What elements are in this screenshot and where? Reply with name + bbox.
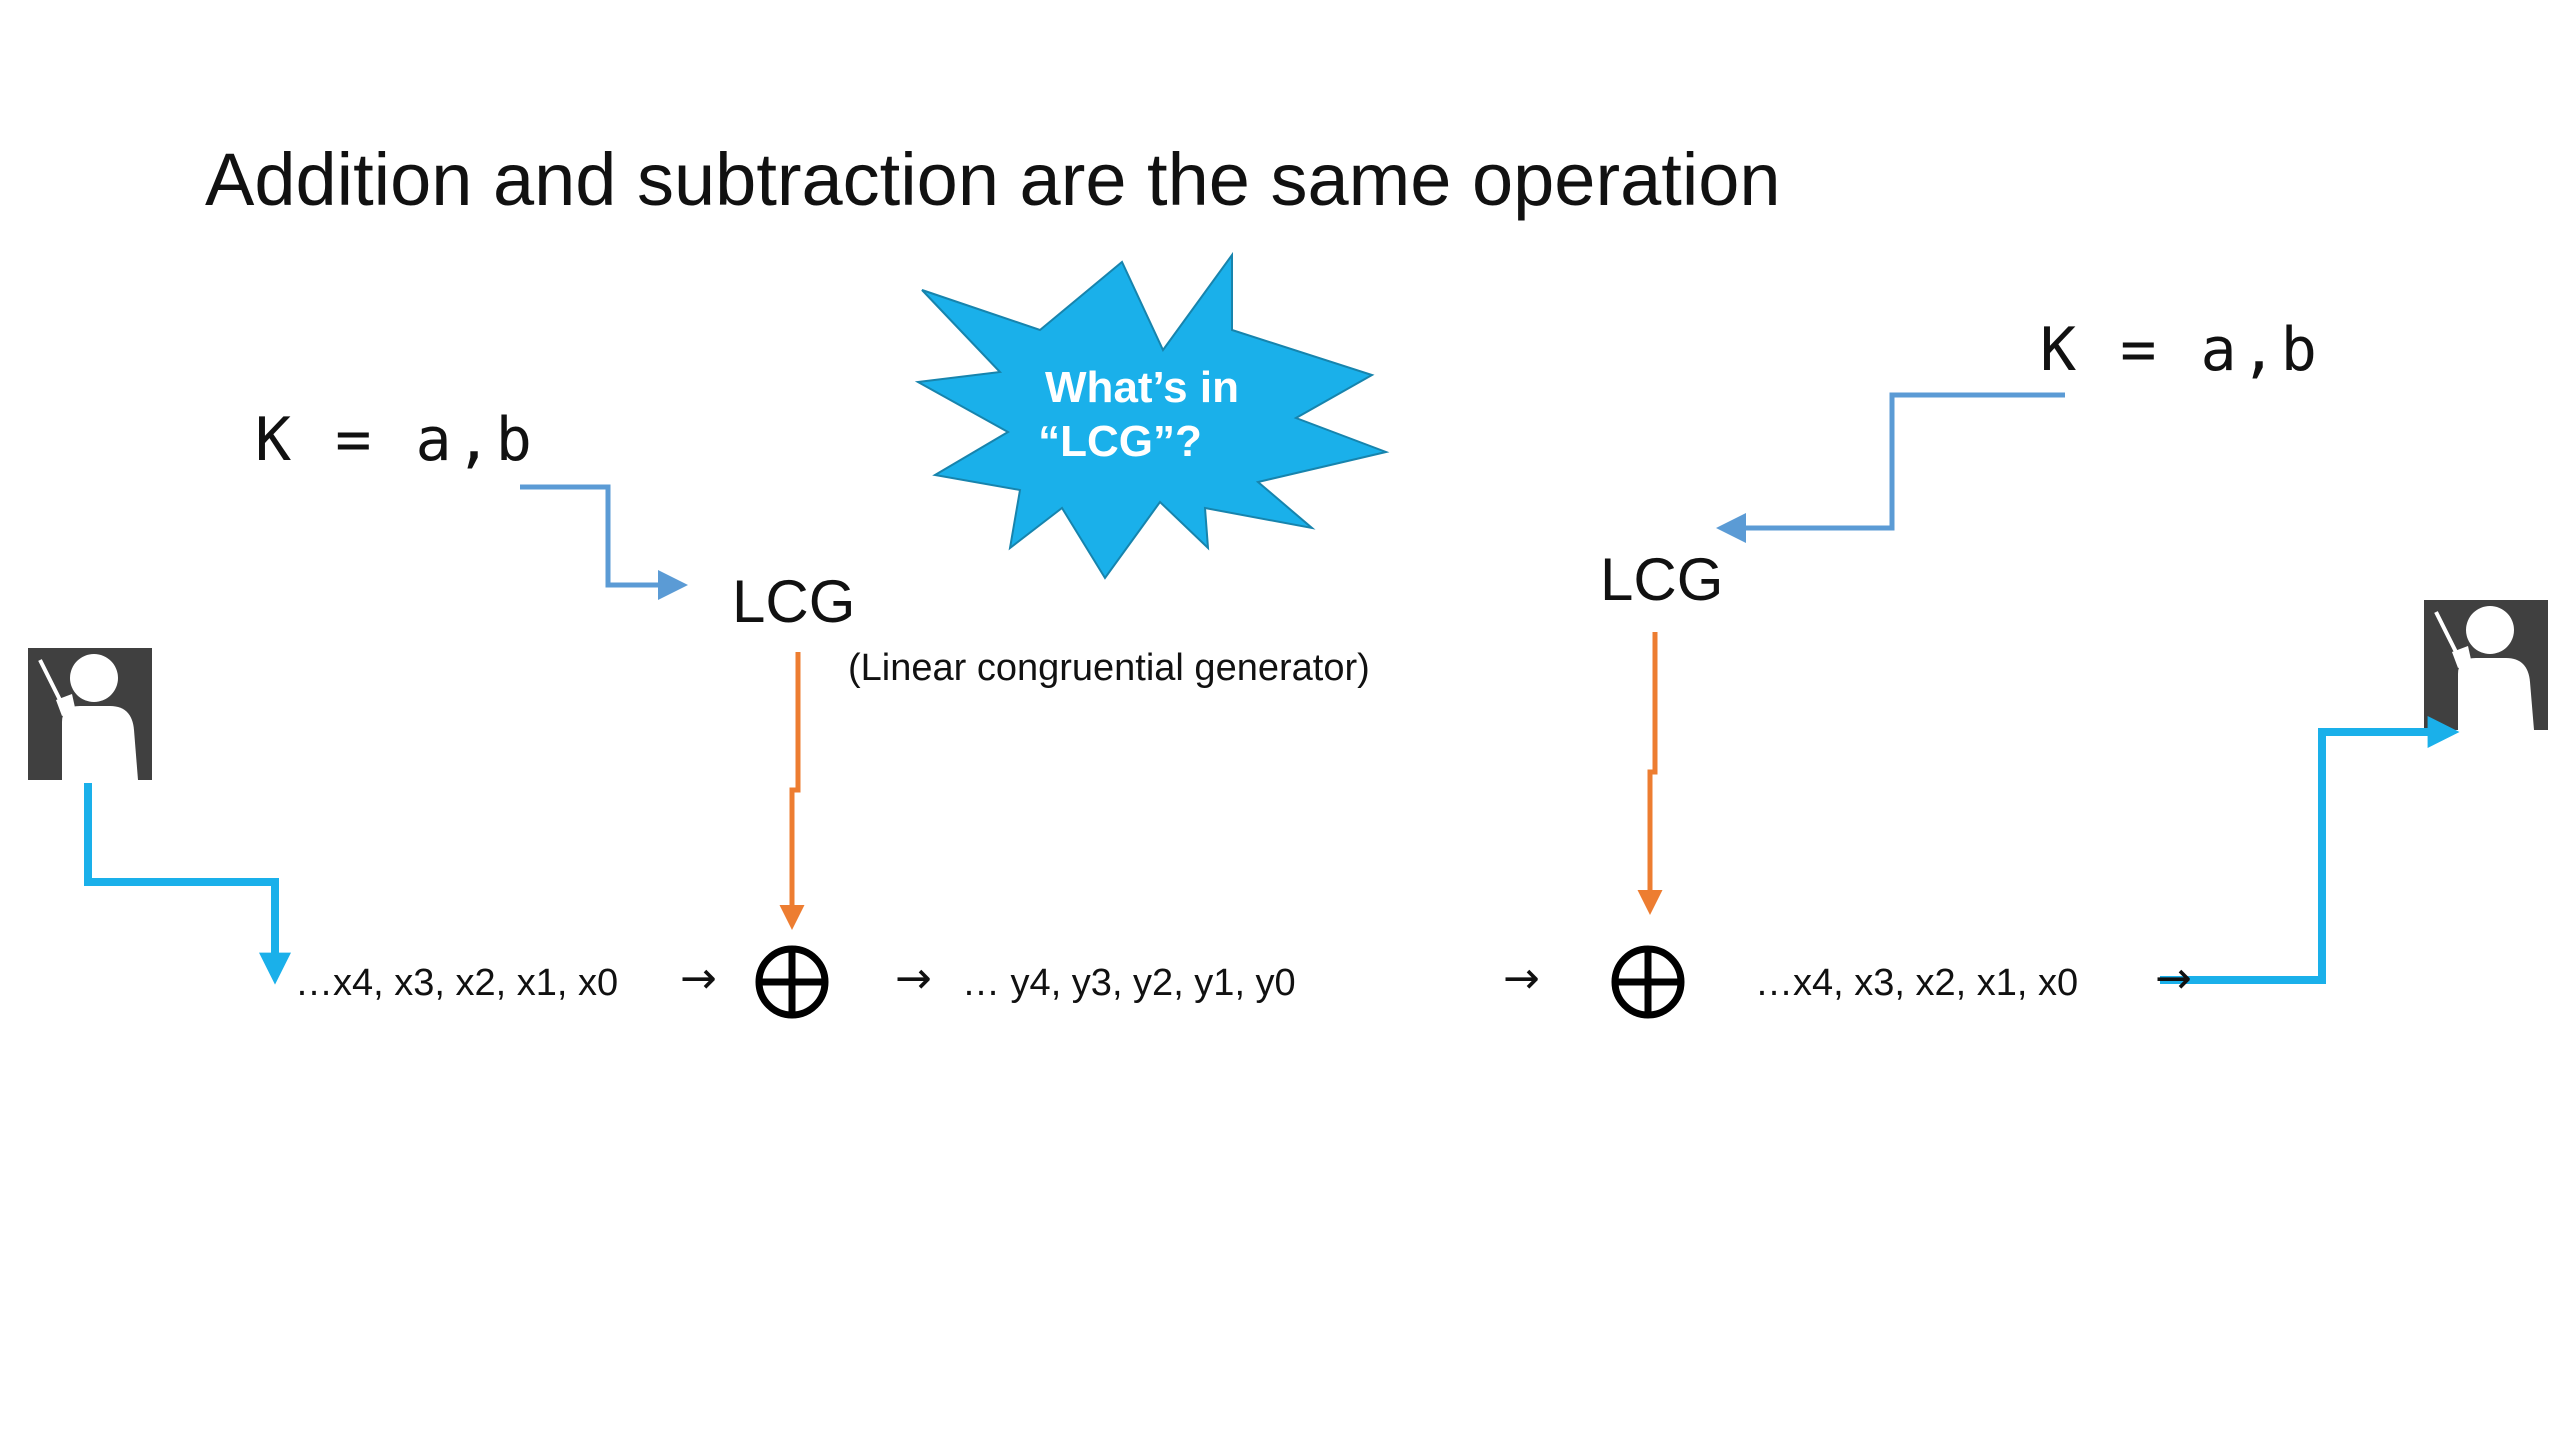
callout-line-1: What’s in: [1045, 363, 1239, 412]
left-key-arrow: [520, 484, 688, 600]
left-lcg-label: LCG: [732, 568, 855, 635]
receiver-icon: [2424, 600, 2548, 730]
sender-to-stream-arrow: [84, 783, 291, 985]
lcg-question-callout: What’s in “LCG”?: [914, 251, 1390, 580]
callout-line-2: “LCG”?: [1038, 417, 1202, 466]
flow-arrow-4: →: [2155, 953, 2192, 1004]
right-key-arrow: [1716, 392, 2065, 543]
flow-arrow-2: →: [895, 953, 932, 1004]
ciphertext-stream: … y4, y3, y2, y1, y0: [962, 962, 1296, 1004]
flow-arrow-1: →: [680, 953, 717, 1004]
right-lcg-label: LCG: [1600, 546, 1723, 613]
left-xor-operator: [755, 945, 829, 1019]
right-keystream-arrow: [1637, 632, 1663, 915]
left-key-label: K = a,b: [255, 405, 536, 475]
sender-icon: [28, 648, 152, 780]
plaintext-output: …x4, x3, x2, x1, x0: [1755, 962, 2078, 1004]
starburst-shape: [914, 251, 1390, 580]
lcg-expansion-label: (Linear congruential generator): [848, 647, 1370, 689]
right-xor-operator: [1611, 945, 1685, 1019]
flow-arrow-3: →: [1503, 953, 1540, 1004]
plaintext-input: …x4, x3, x2, x1, x0: [295, 962, 618, 1004]
slide-title: Addition and subtraction are the same op…: [205, 138, 1781, 221]
stream-to-receiver-arrow: [2160, 716, 2460, 984]
left-keystream-arrow: [779, 652, 805, 930]
right-key-label: K = a,b: [2040, 315, 2321, 385]
